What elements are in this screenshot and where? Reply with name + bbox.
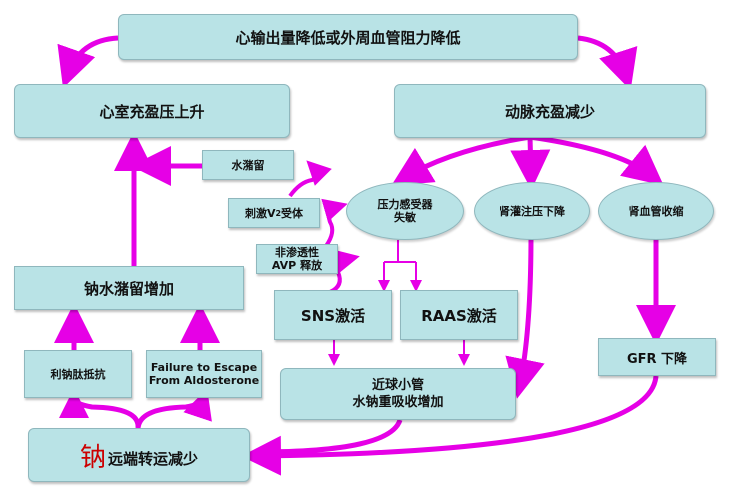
proximal-line1: 近球小管	[371, 378, 424, 393]
arrow-arterial-to-vasoconstriction	[529, 134, 664, 186]
v2-label-post: 受体	[281, 206, 304, 220]
arrow-gfr-to-sodium	[241, 375, 659, 476]
water-retention-node: 水潴留	[202, 150, 294, 180]
aldosterone-escape-node: Failure to Escape From Aldosterone	[146, 350, 262, 398]
sns-node: SNS激活	[274, 290, 392, 340]
v2-label-sub: 2	[275, 208, 282, 218]
arrow-arterial-to-baroreceptor	[391, 134, 531, 186]
nonosmotic-avp-node: 非渗透性 AVP 释放	[256, 244, 338, 274]
renal-perfusion-node: 肾灌注压下降	[474, 182, 590, 240]
gfr-node: GFR 下降	[598, 338, 716, 376]
baroreceptor-line1: 压力感受器	[377, 198, 433, 211]
arterial-filling-node: 动脉充盈减少	[394, 84, 706, 138]
renal-vasoconstriction-node: 肾血管收缩	[598, 182, 714, 240]
nonosmotic-line1: 非渗透性	[275, 246, 319, 259]
arrow-sns-to-avp	[329, 249, 360, 294]
arrow-sodium-to-natriuretic	[59, 388, 141, 429]
aldosterone-line1: Failure to Escape	[150, 361, 258, 374]
arrow-avp-to-v2	[321, 198, 348, 248]
v2-label-pre: 刺激V	[244, 206, 276, 220]
sodium-water-retention-node: 钠水潴留增加	[14, 266, 244, 310]
natriuretic-resistance-node: 利钠肽抵抗	[24, 350, 132, 398]
baroreceptor-node: 压力感受器 失敏	[346, 182, 464, 240]
arrow-proximal-to-sodium	[257, 418, 403, 455]
nonosmotic-line2: AVP 释放	[271, 259, 323, 272]
arrow-arterial-to-renal-perfusion	[510, 136, 551, 190]
arrow-v2-to-water	[288, 160, 332, 198]
distal-transport-label: 远端转运减少	[108, 449, 199, 468]
aldosterone-line2: From Aldosterone	[148, 374, 260, 387]
arrow-top-to-arterial	[577, 35, 638, 91]
proximal-tubule-node: 近球小管 水钠重吸收增加	[280, 368, 516, 420]
baroreceptor-line2: 失敏	[394, 211, 416, 224]
arrow-top-to-ventricular	[57, 35, 119, 89]
top-node: 心输出量降低或外周血管阻力降低	[118, 14, 578, 60]
proximal-line2: 水钠重吸收增加	[352, 395, 444, 410]
arrow-baroreceptor-split	[384, 240, 416, 263]
ventricular-pressure-node: 心室充盈压上升	[14, 84, 290, 138]
raas-node: RAAS激活	[400, 290, 518, 340]
sodium-distal-node: 钠 远端转运减少	[28, 428, 250, 482]
arrow-sodium-to-aldosterone	[135, 388, 212, 429]
sodium-char: 钠	[79, 442, 106, 473]
arrow-renal-perfusion-to-proximal	[505, 234, 545, 399]
